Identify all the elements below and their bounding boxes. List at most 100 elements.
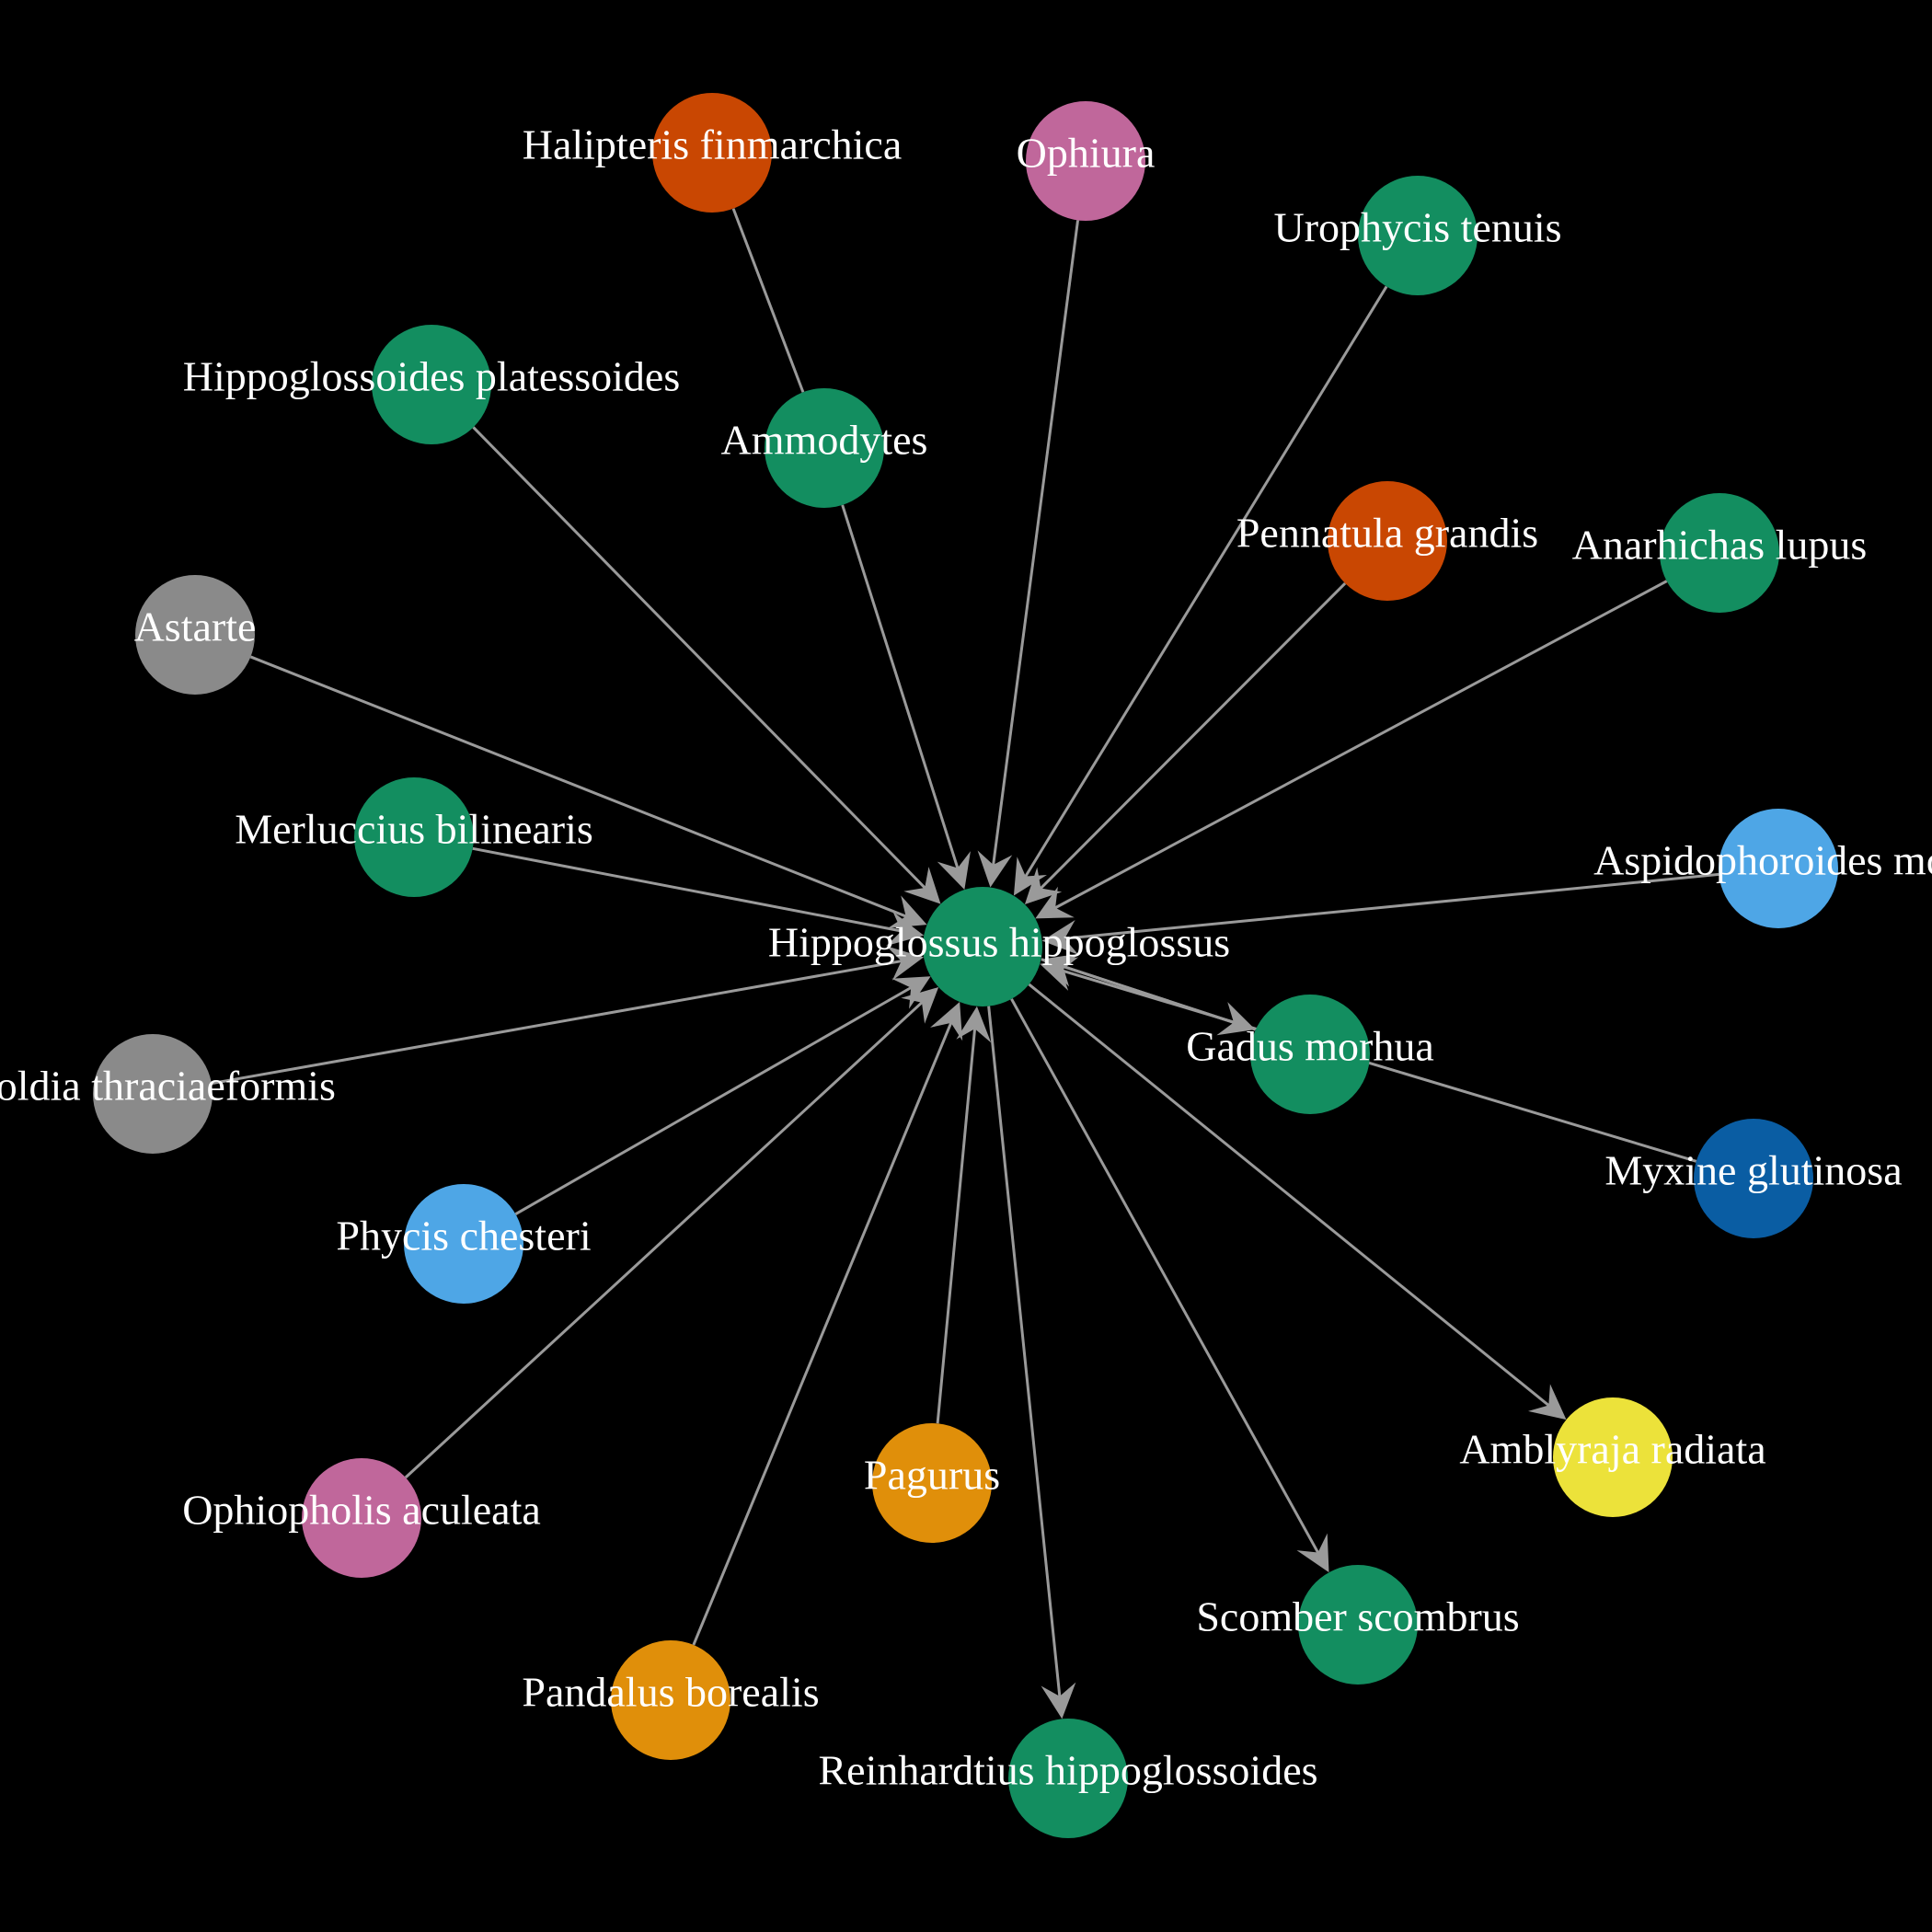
node-astarte[interactable] [135, 575, 255, 695]
node-label-urophycis: Urophycis tenuis [1273, 204, 1561, 251]
node-label-merluccius: Merluccius bilinearis [235, 806, 593, 853]
node-label-ophiopholis: Ophiopholis aculeata [182, 1487, 541, 1534]
edge-line [1010, 998, 1320, 1555]
edge-hippoglossoides-to-hippoglossus [472, 426, 941, 904]
node-hippoglossoides[interactable] [372, 325, 491, 444]
edge-line [731, 208, 805, 393]
edge-pandalus-to-hippoglossus [692, 1002, 963, 1646]
node-label-hippoglossus: Hippoglossus hippoglossus [768, 919, 1230, 966]
edge-arrowhead [891, 976, 931, 1009]
edge-arrowhead [937, 851, 971, 891]
node-label-ophiura: Ophiura [1017, 130, 1156, 177]
edge-line [936, 1027, 977, 1424]
node-gadus[interactable] [1250, 995, 1370, 1114]
node-label-reinhardtius: Reinhardtius hippoglossoides [818, 1747, 1317, 1794]
node-reinhardtius[interactable] [1008, 1719, 1128, 1838]
edge-arrowhead [1024, 867, 1063, 904]
edge-ammodytes-to-hippoglossus [841, 504, 971, 891]
edge-astarte-to-hippoglossus [249, 655, 927, 928]
node-label-gadus: Gadus morhua [1186, 1023, 1434, 1070]
edge-arrowhead [901, 987, 939, 1024]
node-label-anarhichas: Anarhichas lupus [1572, 522, 1868, 569]
nodes-layer: Hippoglossus hippoglossus Halipteris finm… [0, 93, 1932, 1838]
edge-line [211, 959, 903, 1086]
edge-arrowhead [1035, 886, 1075, 919]
node-label-halipteris: Halipteris finmarchica [523, 121, 903, 168]
node-label-hippoglossoides: Hippoglossoides platessoides [183, 353, 680, 400]
node-myxine[interactable] [1694, 1119, 1813, 1238]
edge-line [987, 1006, 1062, 1698]
edge-line [692, 1020, 953, 1646]
edge-arrowhead [886, 946, 924, 981]
node-label-aspidophoroides: Aspidophoroides monopterygius [1593, 837, 1932, 884]
node-scomber[interactable] [1298, 1565, 1418, 1685]
labels-layer: Hippoglossus hippoglossus Halipteris finm… [0, 121, 1932, 1794]
edge-line [1059, 968, 1697, 1163]
edge-line [841, 504, 960, 870]
edge-line [404, 1000, 925, 1479]
edge-arrowhead [1041, 1682, 1076, 1719]
edge-hippoglossus-to-amblyraja [1028, 983, 1567, 1420]
node-label-pandalus: Pandalus borealis [522, 1669, 819, 1716]
edge-arrowhead [888, 895, 927, 928]
edge-arrowhead [1013, 857, 1047, 896]
edge-ophiura-to-hippoglossus [977, 220, 1080, 888]
node-urophycis[interactable] [1358, 176, 1478, 295]
edge-pagurus-to-hippoglossus [936, 1006, 992, 1424]
edge-line [472, 426, 927, 891]
edge-aspidophoroides-to-hippoglossus [1041, 872, 1719, 955]
node-yoldia[interactable] [93, 1034, 213, 1154]
node-anarhichas[interactable] [1660, 493, 1779, 613]
edges-layer [211, 208, 1719, 1719]
edge-arrowhead [930, 1002, 963, 1041]
edge-line [1028, 983, 1551, 1408]
node-merluccius[interactable] [354, 777, 474, 897]
edge-line [514, 985, 914, 1215]
edge-hippoglossus-to-gadus [1041, 958, 1256, 1036]
node-label-yoldia: Yoldia thraciaeformis [0, 1063, 336, 1110]
node-pagurus[interactable] [872, 1423, 992, 1543]
node-label-ammodytes: Ammodytes [721, 417, 928, 464]
edge-line [1041, 958, 1236, 1025]
edge-halipteris-to-ammodytes [731, 208, 805, 393]
edge-pennatula-to-hippoglossus [1024, 581, 1347, 904]
edge-arrowhead [1528, 1384, 1567, 1420]
node-hippoglossus[interactable] [923, 887, 1042, 1006]
edge-line [472, 846, 904, 933]
node-label-pennatula: Pennatula grandis [1236, 510, 1538, 557]
edge-line [1052, 580, 1668, 910]
edge-line [249, 655, 908, 919]
node-aspidophoroides[interactable] [1719, 809, 1838, 928]
node-label-scomber: Scomber scombrus [1196, 1593, 1519, 1640]
node-label-myxine: Myxine glutinosa [1604, 1147, 1902, 1194]
edge-phycis-to-hippoglossus [514, 976, 931, 1215]
edge-anarhichas-to-hippoglossus [1035, 580, 1668, 919]
edge-line [991, 220, 1080, 868]
edge-arrowhead [956, 1006, 992, 1043]
node-pandalus[interactable] [611, 1640, 730, 1760]
edge-arrowhead [1296, 1533, 1329, 1573]
node-halipteris[interactable] [652, 93, 772, 213]
node-ophiura[interactable] [1026, 101, 1145, 221]
edge-line [1063, 872, 1719, 940]
edge-arrowhead [1216, 1002, 1256, 1036]
edge-urophycis-to-hippoglossus [1013, 285, 1388, 896]
node-ophiopholis[interactable] [302, 1458, 421, 1578]
edge-hippoglossus-to-scomber [1010, 998, 1329, 1573]
node-label-astarte: Astarte [134, 604, 257, 650]
node-pennatula[interactable] [1328, 481, 1447, 601]
node-label-phycis: Phycis chesteri [336, 1213, 591, 1259]
node-label-amblyraja: Amblyraja radiata [1459, 1426, 1765, 1473]
node-phycis[interactable] [404, 1184, 523, 1304]
node-label-pagurus: Pagurus [864, 1452, 1000, 1499]
edge-arrowhead [1041, 920, 1079, 955]
edge-ophiopholis-to-hippoglossus [404, 987, 939, 1479]
edge-hippoglossus-to-reinhardtius [987, 1006, 1076, 1719]
edge-arrowhead [886, 911, 925, 947]
node-ammodytes[interactable] [765, 388, 884, 508]
edge-line [1038, 581, 1347, 891]
edge-arrowhead [977, 850, 1013, 888]
edge-line [1023, 285, 1388, 879]
node-amblyraja[interactable] [1553, 1397, 1673, 1517]
